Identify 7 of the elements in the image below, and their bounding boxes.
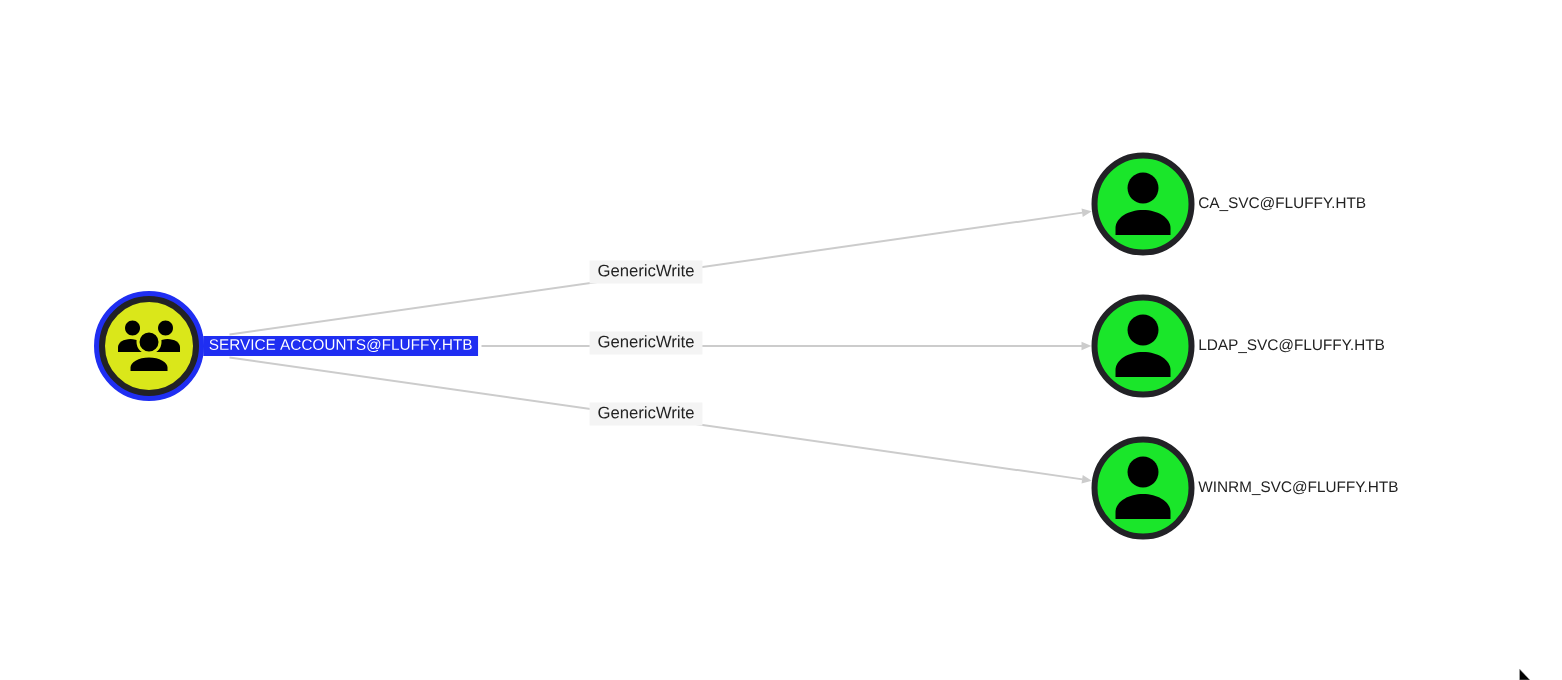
edge-label: GenericWrite — [589, 260, 703, 284]
node-label: SERVICE ACCOUNTS@FLUFFY.HTB — [203, 336, 479, 356]
edge-label: GenericWrite — [589, 331, 703, 355]
node-label: WINRM_SVC@FLUFFY.HTB — [1198, 480, 1398, 496]
node-label: CA_SVC@FLUFFY.HTB — [1199, 196, 1366, 212]
node-label: LDAP_SVC@FLUFFY.HTB — [1199, 338, 1384, 354]
edge-label: GenericWrite — [589, 402, 703, 426]
